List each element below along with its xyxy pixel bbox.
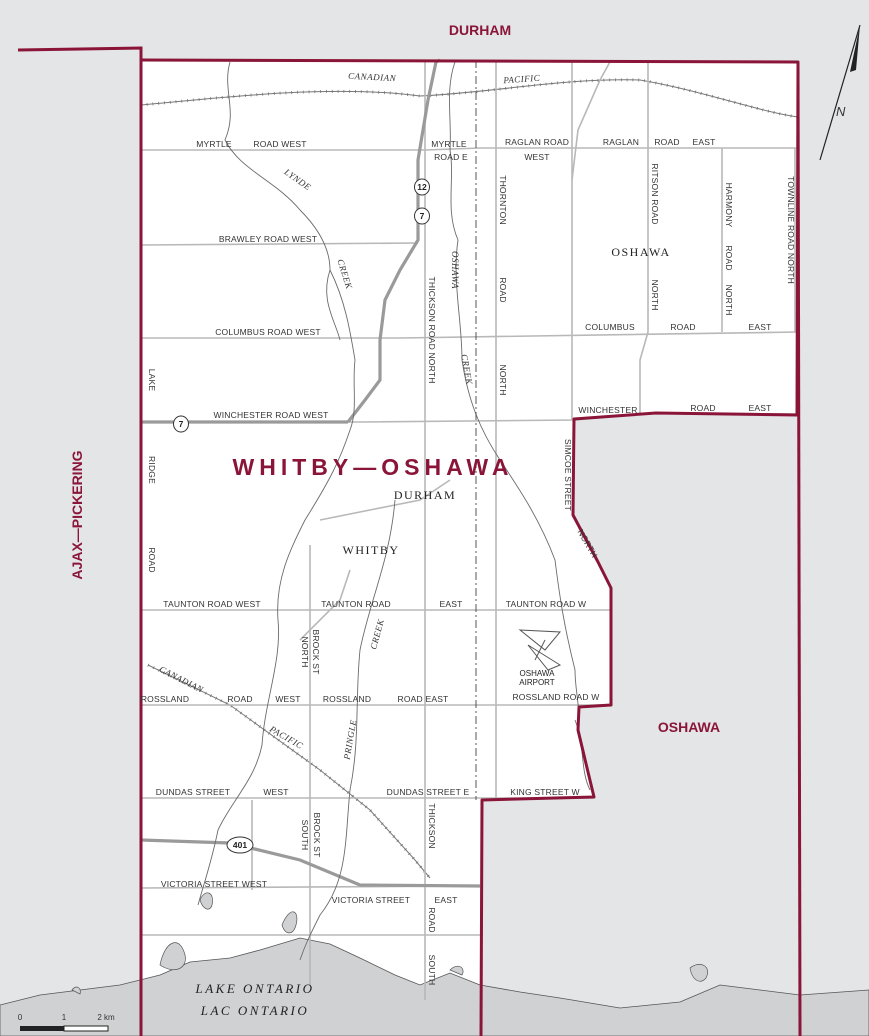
railway-label-north-1: CANADIAN xyxy=(348,71,397,84)
road-label: NORTH xyxy=(498,364,508,395)
airport-icon xyxy=(518,629,562,671)
scale-bar: 0 1 2 km xyxy=(18,1013,115,1032)
road-label: LAKE xyxy=(147,369,157,392)
road-label: RAGLAN xyxy=(603,137,639,147)
road-label: THICKSON xyxy=(427,803,437,849)
region-label-ajax-pickering: AJAX—PICKERING xyxy=(69,450,85,579)
road-label: ROSSLAND xyxy=(141,694,189,704)
riding-boundary xyxy=(140,58,800,1036)
road-label: COLUMBUS ROAD WEST xyxy=(215,327,321,337)
road-label: ROAD xyxy=(498,277,508,302)
railway-south-ticks xyxy=(147,663,432,879)
riding-name: WHITBY—OSHAWA xyxy=(233,454,514,480)
shoreline-details xyxy=(71,892,708,995)
north-arrow-letter: N xyxy=(836,104,846,119)
region-label-durham: DURHAM xyxy=(449,22,511,38)
road-label: ROAD xyxy=(670,322,695,332)
road-label: ROAD xyxy=(147,547,157,572)
road-label: NORTH xyxy=(724,284,734,315)
road-label: BROCK ST xyxy=(311,629,321,674)
road-label: EAST xyxy=(748,322,771,332)
road-label: SOUTH xyxy=(427,955,437,986)
road-label: ROAD xyxy=(690,403,715,413)
east-west-roads xyxy=(140,147,799,936)
svg-text:7: 7 xyxy=(420,211,425,221)
road-label: SOUTH xyxy=(300,820,310,851)
road-label: WINCHESTER xyxy=(578,405,637,415)
road-label: TAUNTON ROAD W xyxy=(506,599,586,609)
highway-shield-7-west: 7 xyxy=(173,415,189,433)
road-label: THICKSON ROAD NORTH xyxy=(427,276,437,383)
road-label: RITSON ROAD xyxy=(650,163,660,224)
road-label: ROAD xyxy=(427,907,437,932)
road-label: ROSSLAND xyxy=(323,694,371,704)
road-label: KING STREET W xyxy=(510,787,580,797)
riding-sub-label: DURHAM xyxy=(394,488,456,502)
road-label: EAST xyxy=(692,137,715,147)
road-label: NORTH xyxy=(650,279,660,310)
road-label: EAST xyxy=(439,599,462,609)
north-arrow: N xyxy=(819,24,861,161)
riding-area xyxy=(141,60,798,1036)
region-label-oshawa: OSHAWA xyxy=(658,719,720,735)
road-label: THORNTON xyxy=(498,175,508,225)
road-label: HARMONY xyxy=(724,183,734,228)
region-boundary-east xyxy=(796,61,802,1036)
road-label: EAST xyxy=(748,403,771,413)
road-label: VICTORIA STREET WEST xyxy=(161,879,267,889)
road-label: MYRTLE xyxy=(431,139,467,149)
airport-label-line1: OSHAWA xyxy=(520,669,556,678)
road-label: ROSSLAND ROAD W xyxy=(512,692,599,702)
creek-label-oshawa-1: OSHAWA xyxy=(450,251,460,289)
region-boundary-top xyxy=(17,46,143,60)
road-label: BRAWLEY ROAD WEST xyxy=(219,234,317,244)
scale-label-1: 1 xyxy=(62,1013,67,1022)
road-label: TAUNTON ROAD xyxy=(321,599,391,609)
scale-label-2km: 2 km xyxy=(97,1013,115,1022)
road-label: NORTH xyxy=(300,636,310,667)
north-south-roads xyxy=(251,59,796,1000)
road-labels-ew: MYRTLE ROAD WEST MYRTLE ROAD E RAGLAN RO… xyxy=(141,137,771,905)
road-label: TOWNLINE ROAD NORTH xyxy=(786,176,796,284)
road-label: COLUMBUS xyxy=(585,322,635,332)
road-label: DUNDAS STREET E xyxy=(387,787,470,797)
road-label: WINCHESTER ROAD WEST xyxy=(214,410,329,420)
scale-label-0: 0 xyxy=(18,1013,23,1022)
highway-shield-401: 401 xyxy=(226,836,254,854)
lake-label-french: LAC ONTARIO xyxy=(200,1003,310,1018)
airport-label-line2: AIRPORT xyxy=(519,678,555,687)
road-label: WEST xyxy=(524,152,549,162)
road-label: MYRTLE xyxy=(196,139,232,149)
highway-shield-12: 12 xyxy=(414,178,430,196)
road-label: WEST xyxy=(275,694,300,704)
road-label: ROAD xyxy=(724,245,734,270)
road-label: RIDGE xyxy=(147,456,157,484)
road-label: VICTORIA STREET xyxy=(332,895,410,905)
svg-text:401: 401 xyxy=(233,840,247,850)
road-label: ROAD xyxy=(227,694,252,704)
highway-shield-7-north: 7 xyxy=(414,207,430,225)
road-label: TAUNTON ROAD WEST xyxy=(163,599,261,609)
road-label: BROCK ST xyxy=(312,812,322,857)
road-label: SIMCOE STREET xyxy=(563,439,573,511)
railway-label-north-2: PACIFIC xyxy=(502,73,541,86)
svg-text:12: 12 xyxy=(417,182,427,192)
municipality-whitby: WHITBY xyxy=(343,543,400,557)
lake-ontario-water xyxy=(0,937,869,1036)
road-label: ROAD EAST xyxy=(398,694,449,704)
lake-label-english: LAKE ONTARIO xyxy=(195,981,315,996)
road-label: DUNDAS STREET xyxy=(156,787,230,797)
road-label: ROAD WEST xyxy=(253,139,306,149)
railway-north xyxy=(140,79,799,118)
road-label: EAST xyxy=(434,895,457,905)
road-label: RAGLAN ROAD xyxy=(505,137,569,147)
road-label: ROAD E xyxy=(434,152,468,162)
road-label: ROAD xyxy=(654,137,679,147)
municipality-oshawa: OSHAWA xyxy=(611,245,670,259)
svg-text:7: 7 xyxy=(179,419,184,429)
road-label: WEST xyxy=(263,787,288,797)
